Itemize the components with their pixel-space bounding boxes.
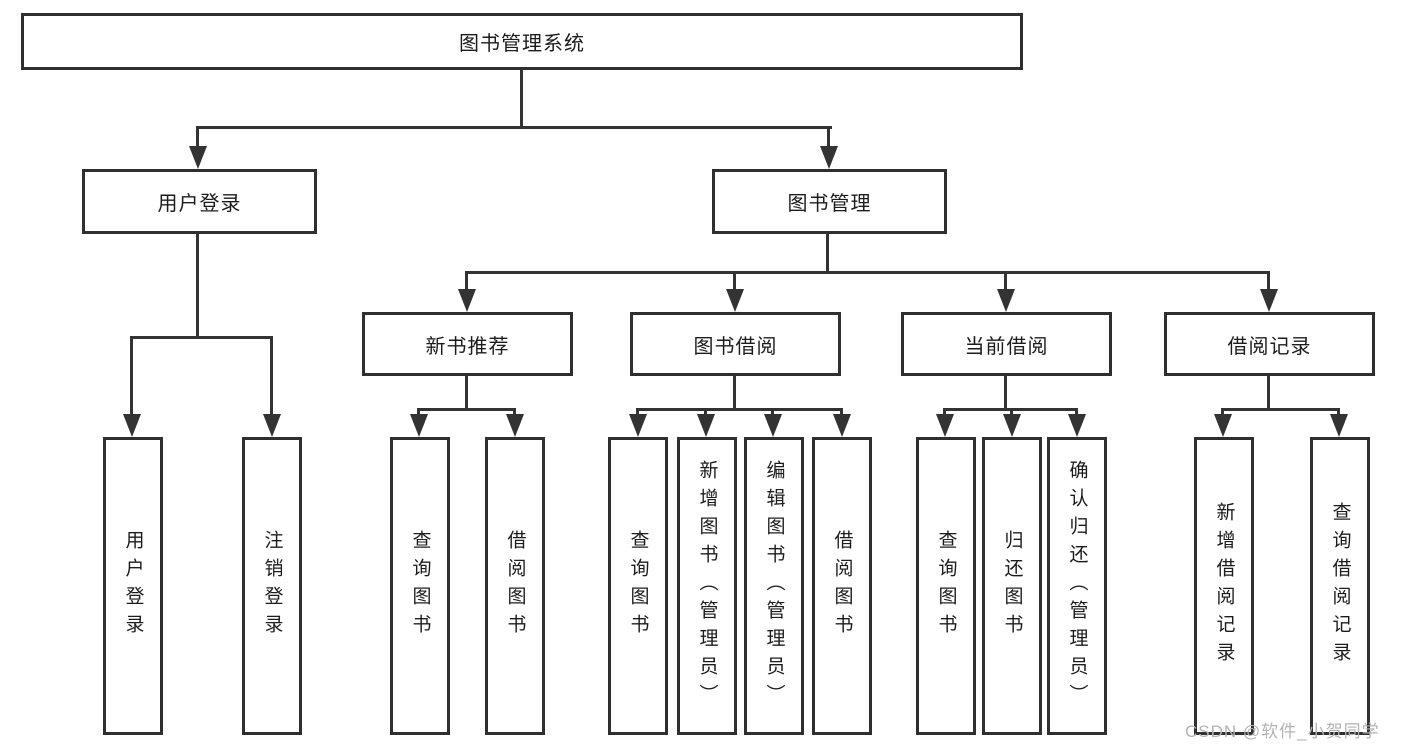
connector-line-v <box>130 336 133 420</box>
arrow-down-icon <box>506 414 524 437</box>
connector-line-v <box>196 126 199 154</box>
leaf-return-book-label: 归还图书 <box>1001 530 1023 642</box>
connector-line-v <box>1004 375 1007 411</box>
arrow-down-icon <box>629 414 647 437</box>
leaf-logout-label: 注销登录 <box>261 530 283 642</box>
leaf-query-borrow-record: 查询借阅记录 <box>1310 437 1370 735</box>
arrow-down-icon <box>123 414 141 437</box>
leaf-borrow-book-1-label: 借阅图书 <box>504 530 526 642</box>
watermark: CSDN @软件_小贺同学 <box>1185 722 1380 741</box>
leaf-borrow-book-2-label: 借阅图书 <box>831 530 853 642</box>
connector-line-h <box>130 336 273 339</box>
leaf-query-book-2-label: 查询图书 <box>627 530 649 642</box>
connector-line-h <box>196 126 832 129</box>
leaf-user-login: 用户登录 <box>103 437 163 735</box>
leaf-confirm-return-admin-label: 确认归还（管理员） <box>1066 460 1088 712</box>
node-borrow-records: 借阅记录 <box>1164 312 1375 376</box>
arrow-down-icon <box>726 289 744 312</box>
connector-line-v <box>520 69 523 129</box>
node-current-borrow-label: 当前借阅 <box>964 335 1049 358</box>
leaf-query-book-2: 查询图书 <box>608 437 668 735</box>
leaf-query-book-3: 查询图书 <box>916 437 976 735</box>
connector-line-v <box>1267 271 1270 296</box>
leaf-add-borrow-record: 新增借阅记录 <box>1194 437 1254 735</box>
connector-line-h <box>465 271 1270 274</box>
leaf-query-book-1: 查询图书 <box>390 437 450 735</box>
leaf-logout: 注销登录 <box>242 437 302 735</box>
arrow-down-icon <box>410 414 428 437</box>
connector-line-v <box>733 375 736 411</box>
connector-line-v <box>1004 271 1007 296</box>
connector-line-v <box>826 233 829 274</box>
node-book-borrow-label: 图书借阅 <box>693 335 778 358</box>
node-current-borrow: 当前借阅 <box>901 312 1112 376</box>
arrow-down-icon <box>189 146 207 169</box>
node-new-book-recommend: 新书推荐 <box>362 312 573 376</box>
leaf-confirm-return-admin: 确认归还（管理员） <box>1047 437 1107 735</box>
node-user-login-label: 用户登录 <box>157 193 242 215</box>
connector-line-v <box>465 375 468 411</box>
leaf-query-borrow-record-label: 查询借阅记录 <box>1329 502 1351 670</box>
arrow-down-icon <box>458 289 476 312</box>
arrow-down-icon <box>1260 289 1278 312</box>
leaf-edit-book-admin-label: 编辑图书（管理员） <box>763 460 785 712</box>
node-book-management-label: 图书管理 <box>787 193 872 215</box>
leaf-return-book: 归还图书 <box>982 437 1042 735</box>
leaf-query-book-1-label: 查询图书 <box>409 530 431 642</box>
leaf-add-book-admin-label: 新增图书（管理员） <box>696 460 718 712</box>
arrow-down-icon <box>936 414 954 437</box>
arrow-down-icon <box>997 289 1015 312</box>
arrow-down-icon <box>820 146 838 169</box>
connector-line-v <box>827 126 830 154</box>
connector-line-v <box>196 233 199 339</box>
leaf-borrow-book-2: 借阅图书 <box>812 437 872 735</box>
arrow-down-icon <box>1003 414 1021 437</box>
leaf-borrow-book-1: 借阅图书 <box>485 437 545 735</box>
node-book-borrow: 图书借阅 <box>630 312 841 376</box>
connector-line-h <box>636 408 843 411</box>
node-root: 图书管理系统 <box>21 13 1023 70</box>
arrow-down-icon <box>1214 414 1232 437</box>
connector-line-h <box>1221 408 1340 411</box>
connector-line-v <box>733 271 736 296</box>
leaf-query-book-3-label: 查询图书 <box>935 530 957 642</box>
node-user-login: 用户登录 <box>82 169 317 234</box>
connector-line-v <box>465 271 468 296</box>
node-new-book-recommend-label: 新书推荐 <box>425 335 510 358</box>
arrow-down-icon <box>764 414 782 437</box>
arrow-down-icon <box>833 414 851 437</box>
connector-line-v <box>1267 375 1270 411</box>
connector-line-h <box>417 408 516 411</box>
node-root-label: 图书管理系统 <box>459 33 585 55</box>
leaf-add-borrow-record-label: 新增借阅记录 <box>1213 502 1235 670</box>
leaf-user-login-label: 用户登录 <box>122 530 144 642</box>
node-borrow-records-label: 借阅记录 <box>1227 335 1312 358</box>
leaf-add-book-admin: 新增图书（管理员） <box>677 437 737 735</box>
arrow-down-icon <box>697 414 715 437</box>
connector-line-v <box>270 336 273 420</box>
arrow-down-icon <box>1068 414 1086 437</box>
leaf-edit-book-admin: 编辑图书（管理员） <box>744 437 804 735</box>
arrow-down-icon <box>1330 414 1348 437</box>
node-book-management: 图书管理 <box>712 169 947 234</box>
arrow-down-icon <box>263 414 281 437</box>
